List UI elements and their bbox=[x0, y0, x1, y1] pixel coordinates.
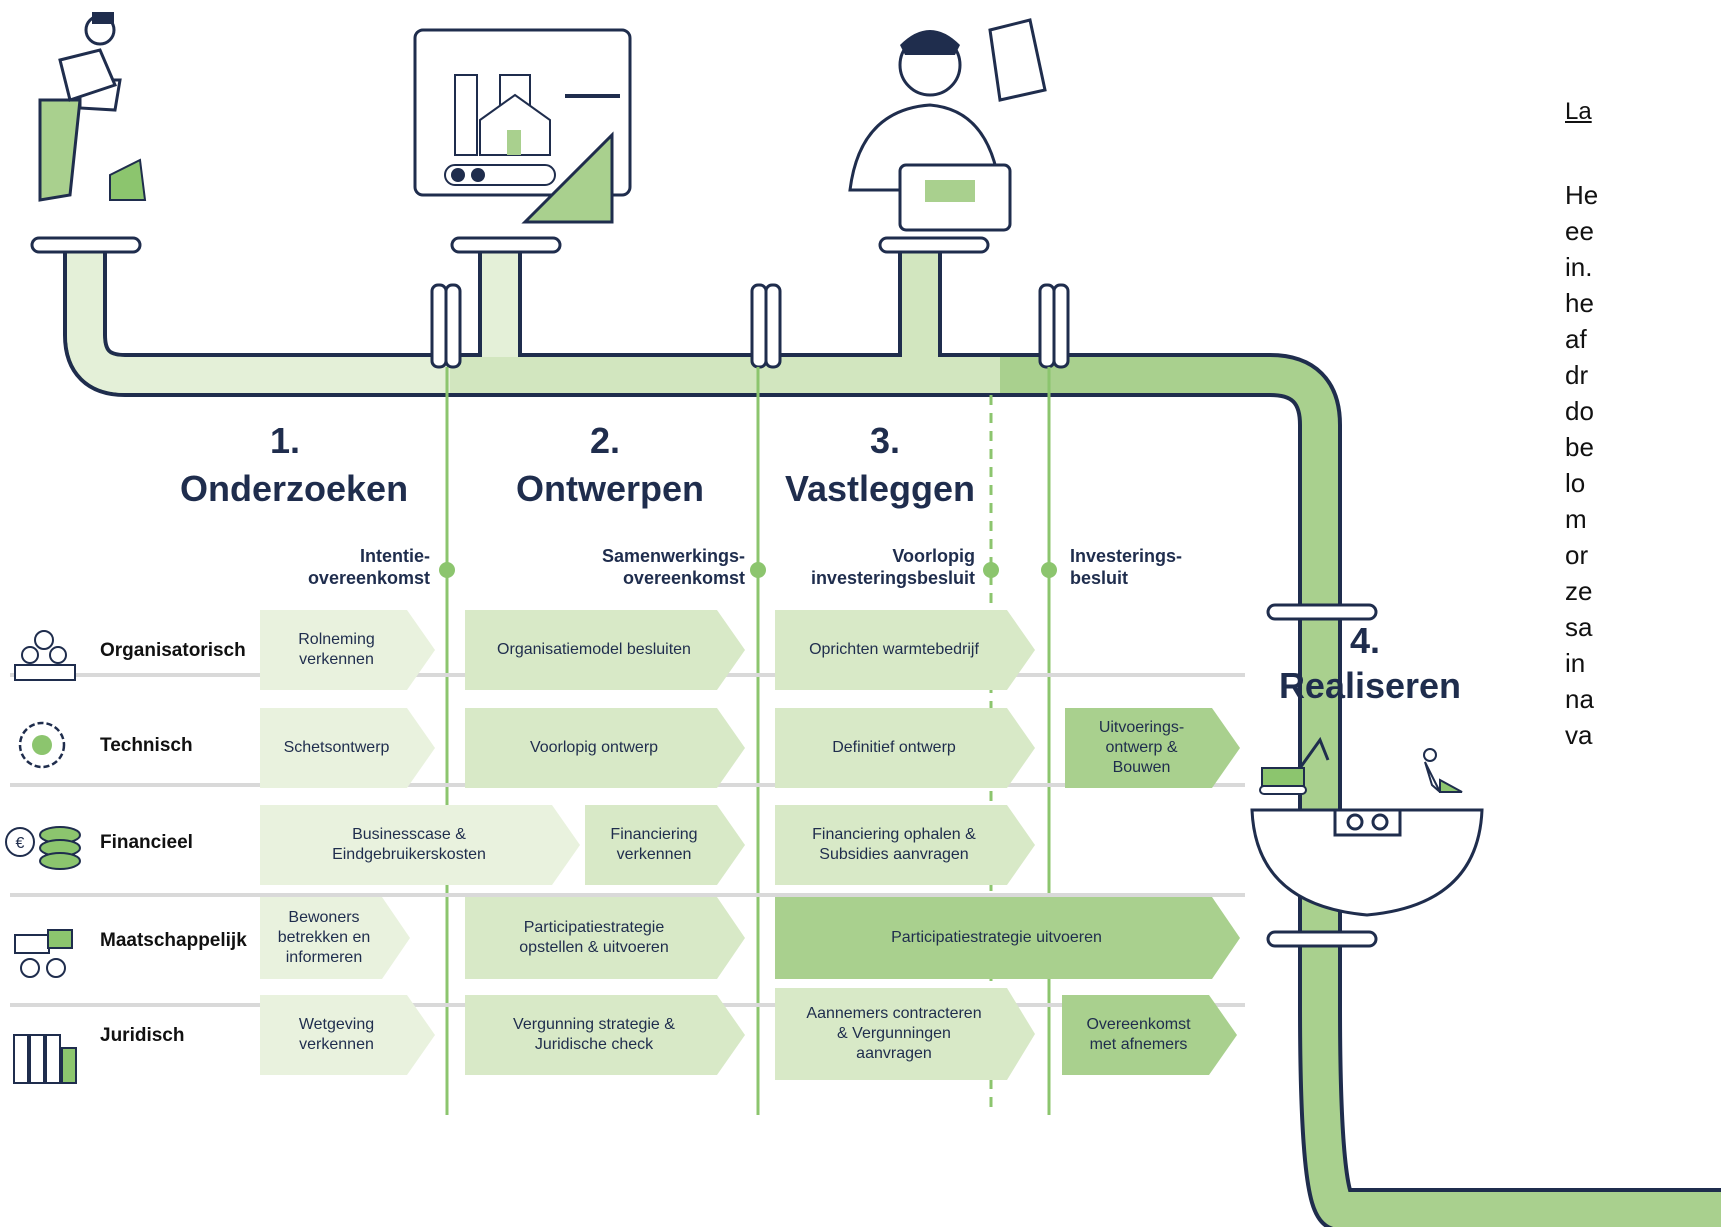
activity-box: Schetsontwerp bbox=[260, 708, 435, 788]
coupling-3 bbox=[1038, 283, 1070, 369]
binders-icon bbox=[13, 1034, 77, 1084]
activity-box: Participatiestrategie uitvoeren bbox=[775, 897, 1240, 979]
category-technisch: Technisch bbox=[100, 735, 193, 756]
phase-2-number: 2. bbox=[589, 420, 621, 461]
worker-icon bbox=[1423, 748, 1463, 793]
category-organisatorisch: Organisatorisch bbox=[100, 640, 246, 661]
svg-text:€: € bbox=[16, 835, 25, 852]
right-flange-bottom bbox=[1266, 930, 1378, 948]
milestone-4: Investerings-besluit bbox=[1070, 546, 1183, 588]
excavator-icon bbox=[1259, 736, 1330, 795]
coupling-2 bbox=[750, 283, 782, 369]
coupling-1 bbox=[430, 283, 462, 369]
phase-1-number: 1. bbox=[269, 420, 301, 461]
activity-box: Organisatiemodel besluiten bbox=[465, 610, 745, 690]
activity-box: Financiering ophalen &Subsidies aanvrage… bbox=[775, 805, 1035, 885]
milestone-2: Samenwerkings-overeenkomst bbox=[601, 546, 745, 588]
chat-people-icon bbox=[14, 929, 73, 978]
activity-box: Uitvoerings-ontwerp &Bouwen bbox=[1065, 708, 1240, 788]
phase-4-number: 4. bbox=[1349, 620, 1381, 661]
gear-cycle-icon bbox=[18, 721, 66, 769]
team-icon bbox=[14, 630, 76, 681]
category-financieel: Financieel bbox=[100, 832, 193, 853]
side-panel-heading: La bbox=[1565, 98, 1592, 125]
phase-3-number: 3. bbox=[869, 420, 901, 461]
activity-box: Voorlopig ontwerp bbox=[465, 708, 745, 788]
realisation-bowl bbox=[1250, 808, 1484, 917]
activity-box: Vergunning strategie &Juridische check bbox=[465, 995, 745, 1075]
investigator-illustration bbox=[38, 12, 147, 202]
right-flange-top bbox=[1266, 603, 1378, 621]
top-flange-3 bbox=[878, 236, 990, 254]
activity-box: Definitief ontwerp bbox=[775, 708, 1035, 788]
phase-4-title: Realiseren bbox=[1278, 665, 1462, 706]
contract-illustration bbox=[848, 18, 1047, 232]
side-panel-text: He ee in. he af dr do be lo m or ze sa i… bbox=[1565, 180, 1599, 750]
activity-box: Oprichten warmtebedrijf bbox=[775, 610, 1035, 690]
top-flange-1 bbox=[30, 236, 142, 254]
category-maatschappelijk: Maatschappelijk bbox=[100, 930, 247, 951]
top-flange-2 bbox=[450, 236, 562, 254]
euro-coins-icon: € bbox=[5, 826, 81, 870]
blueprint-illustration bbox=[413, 28, 632, 224]
milestone-1: Intentie-overeenkomst bbox=[307, 546, 430, 588]
activity-box: Businesscase &Eindgebruikerskosten bbox=[260, 805, 580, 885]
phase-1-title: Onderzoeken bbox=[180, 468, 409, 509]
phase-2-title: Ontwerpen bbox=[515, 468, 704, 509]
category-juridisch: Juridisch bbox=[100, 1025, 185, 1046]
phase-3-title: Vastleggen bbox=[784, 468, 976, 509]
